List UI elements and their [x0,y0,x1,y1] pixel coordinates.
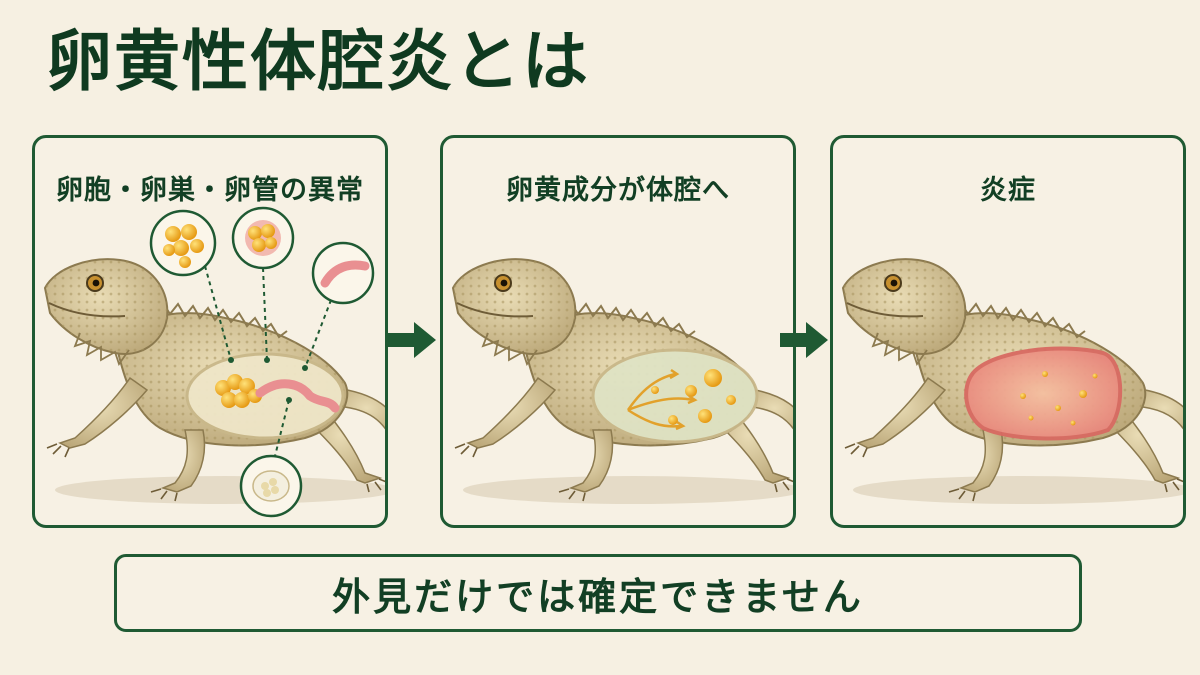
panel-label: 炎症 [980,175,1036,206]
yolk-droplets [651,369,736,425]
lizard-illustration-2 [452,258,793,505]
panel-label: 卵胞・卵巣・卵管の異常 [56,175,364,206]
panel-yolk-into-coelom: 卵黄成分が体腔へ [440,135,796,528]
spread-arrows [626,368,698,431]
right-arrow-icon [780,322,828,358]
inflamed-area [964,346,1123,441]
page-title: 卵黄性体腔炎とは [46,23,590,100]
panel-inflammation: 炎症 [830,135,1186,528]
lizard-illustration-3 [842,258,1183,505]
warning-banner: 外見だけでは確定できません [114,554,1082,632]
oviduct [255,379,340,413]
lizard-illustration-1 [44,206,385,518]
follicles-group [215,374,262,408]
panel-follicle-abnormality: 卵胞・卵巣・卵管の異常 [32,135,388,528]
right-arrow-icon [388,322,436,358]
panel-label: 卵黄成分が体腔へ [506,175,730,206]
